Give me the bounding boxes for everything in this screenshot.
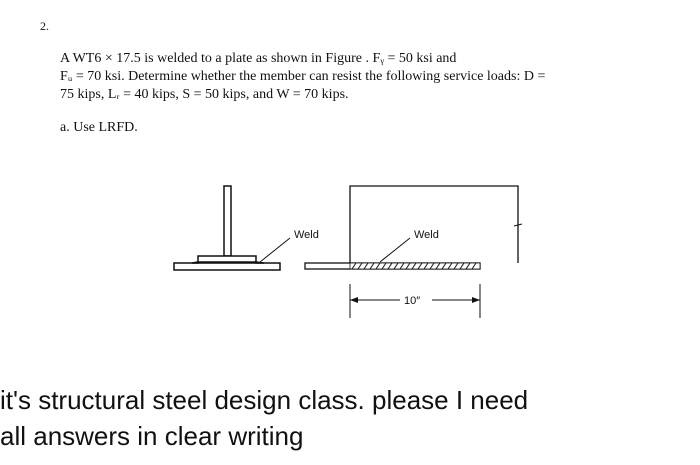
- dimension-label: 10″: [404, 295, 420, 307]
- problem-line: A WT6 × 17.5 is welded to a plate as sho…: [60, 51, 457, 66]
- plan-view-diagram: [304, 185, 523, 270]
- weld-hatch-band: [349, 262, 481, 270]
- plate-outline: [349, 185, 519, 263]
- weld-fillet-left: [191, 261, 199, 264]
- problem-statement: A WT6 × 17.5 is welded to a plate as sho…: [60, 50, 650, 104]
- comment-line: all answers in clear writing: [0, 421, 304, 451]
- weld-label-left: Weld: [294, 229, 319, 241]
- problem-line: Fᵤ = 70 ksi. Determine whether the membe…: [60, 69, 546, 84]
- problem-line: 75 kips, Lᵣ = 40 kips, S = 50 kips, and …: [60, 87, 349, 102]
- tee-flange: [197, 255, 257, 263]
- plate-break-mark: [513, 223, 523, 227]
- part-a-instruction: a. Use LRFD.: [60, 120, 138, 135]
- weld-leader-left: [259, 237, 291, 263]
- base-plate-section: [173, 262, 281, 271]
- user-comment: it's structural steel design class. plea…: [0, 382, 700, 454]
- weld-fillet-right: [255, 261, 265, 264]
- comment-line: it's structural steel design class. plea…: [0, 385, 529, 415]
- tee-stem: [223, 185, 232, 257]
- weld-label-right: Weld: [414, 229, 439, 241]
- dimension-arrow-right: [472, 297, 480, 303]
- dimension-arrow-left: [350, 297, 358, 303]
- weld-figure: Weld Weld 10: [173, 185, 523, 318]
- tee-section-diagram: [173, 185, 281, 271]
- weld-leader-right: [379, 237, 411, 263]
- weld-hatching: [351, 262, 477, 270]
- problem-number: 2.: [40, 19, 49, 33]
